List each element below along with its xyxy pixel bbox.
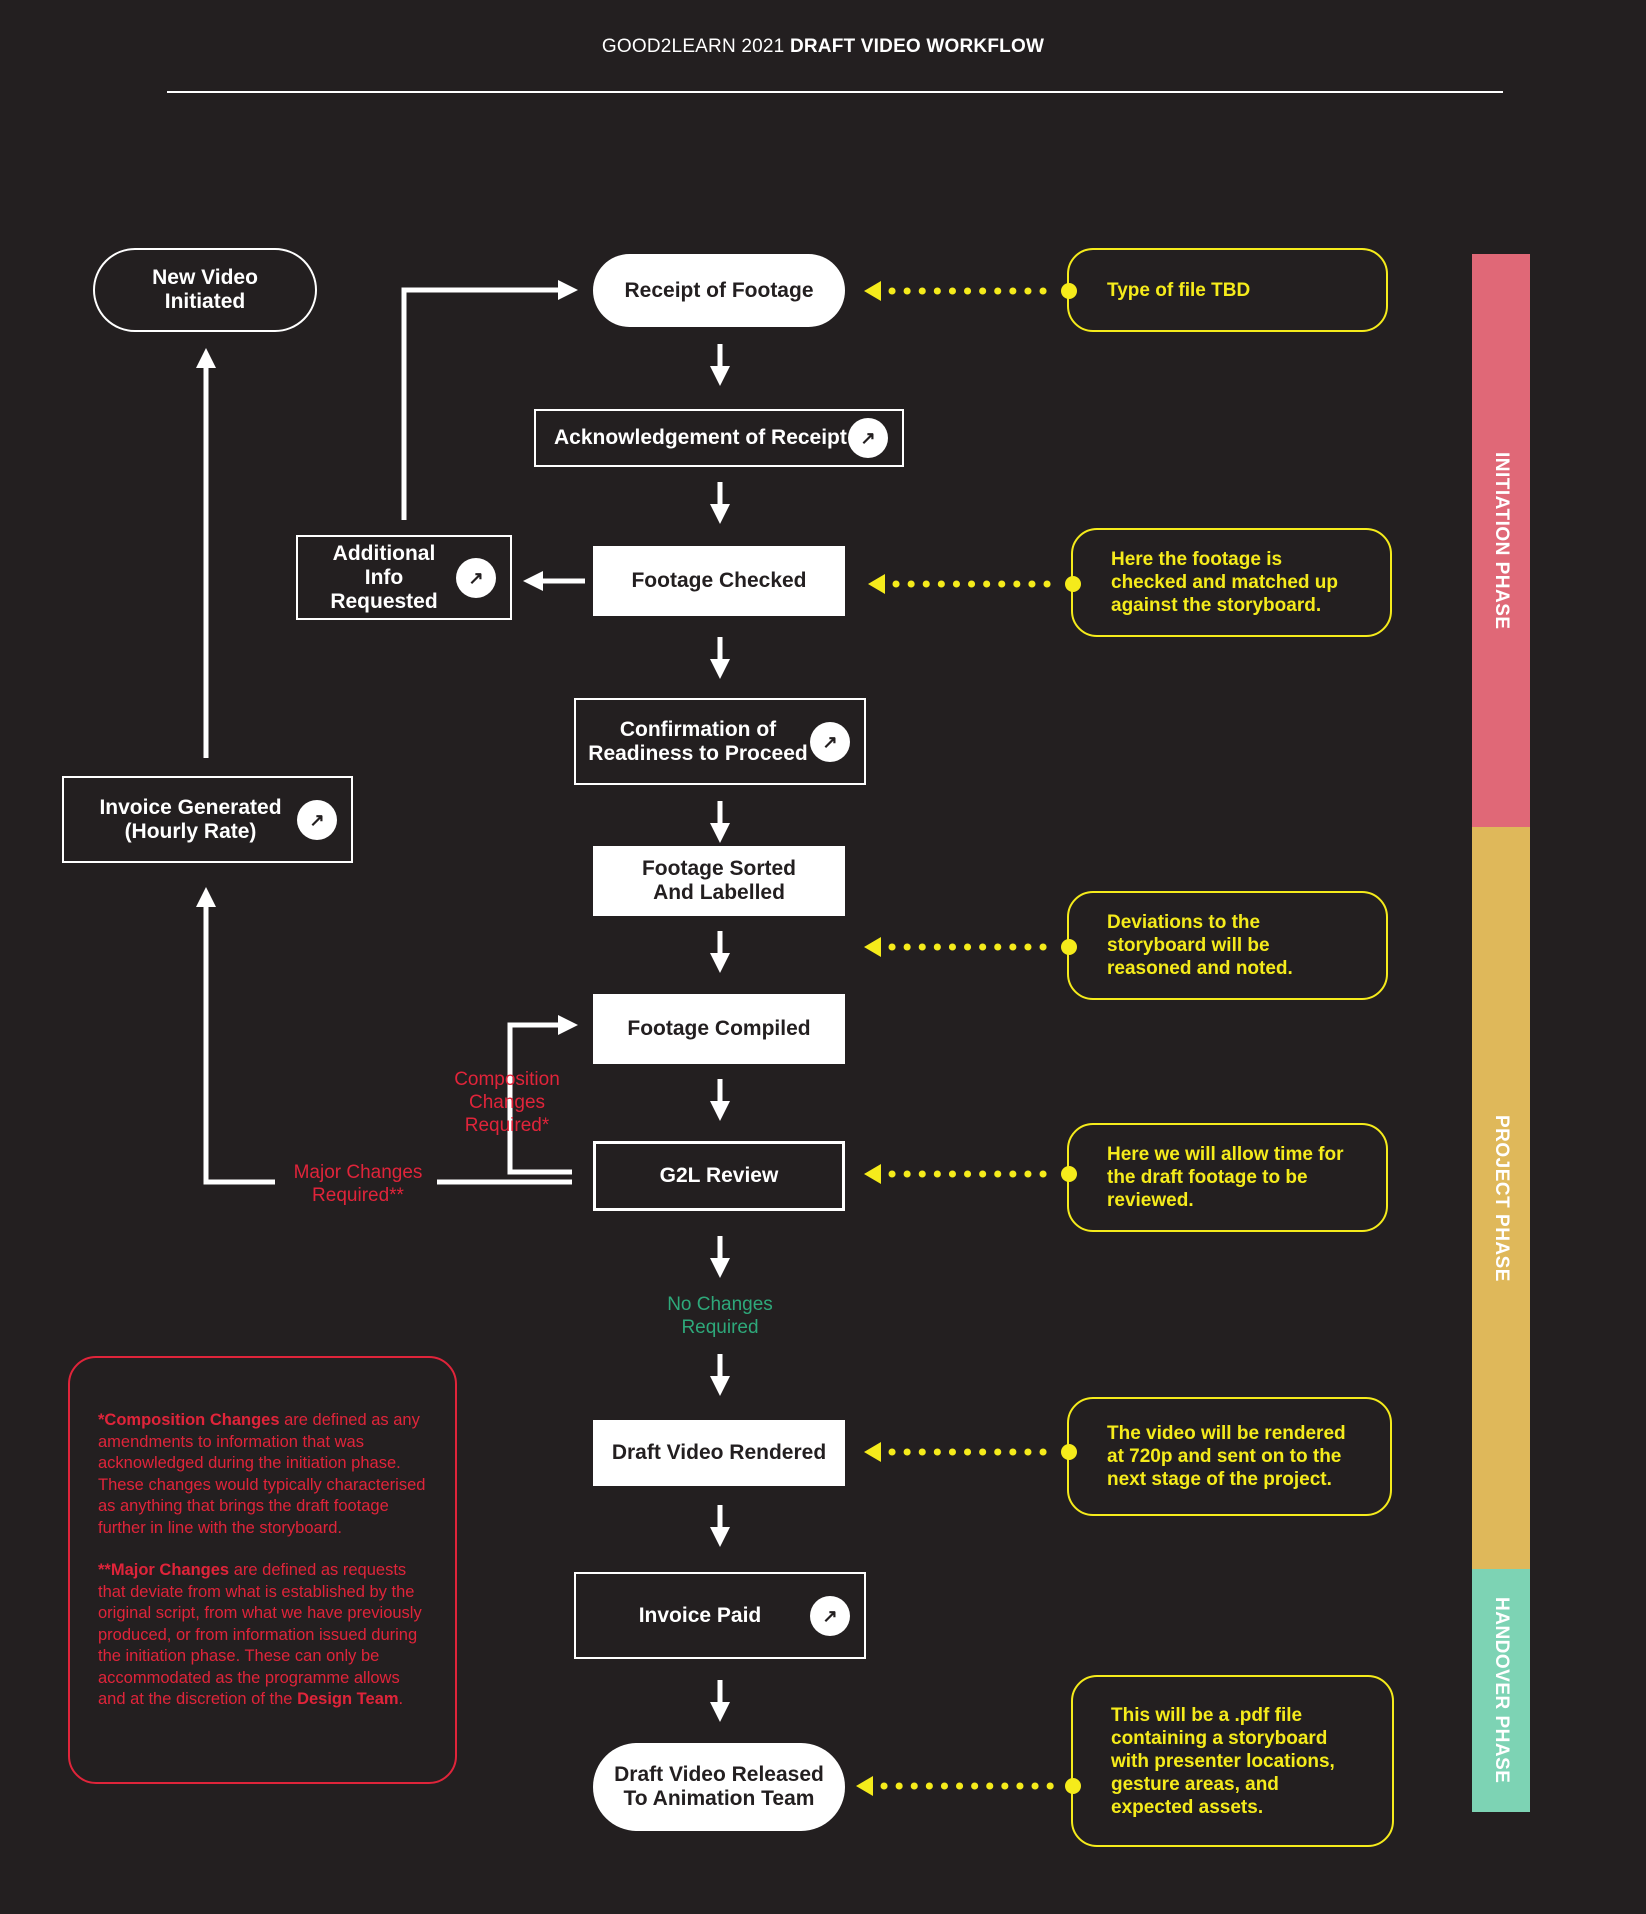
node-label: Invoice Generated (Hourly Rate) <box>99 795 282 843</box>
node-draft-video-released: Draft Video Released To Animation Team <box>593 1743 845 1831</box>
note-connector-file <box>864 281 1077 301</box>
node-label: Footage Sorted And Labelled <box>641 857 796 904</box>
node-draft-video-rendered: Draft Video Rendered <box>593 1420 845 1486</box>
phase-handover: HANDOVER PHASE <box>1472 1569 1530 1812</box>
node-label: Receipt of Footage <box>624 278 814 302</box>
node-label: Footage Compiled <box>627 1017 811 1040</box>
phase-label: INITIATION PHASE <box>1491 451 1512 630</box>
definition-composition: *Composition Changes are defined as any … <box>98 1410 429 1539</box>
node-additional-info-requested[interactable]: Additional Info Requested ↗ <box>296 535 512 620</box>
term-composition: *Composition Changes <box>98 1411 280 1429</box>
arrow-review-compiled <box>507 1015 578 1175</box>
note-file-type: Type of file TBD <box>1067 248 1388 332</box>
external-link-icon[interactable]: ↗ <box>810 1595 850 1636</box>
arrow-major-invoice <box>196 887 275 1185</box>
node-footage-checked: Footage Checked <box>593 546 845 616</box>
node-label: Confirmation of Readiness to Proceed <box>588 717 808 765</box>
node-label: Draft Video Rendered <box>611 1441 827 1464</box>
phase-initiation: INITIATION PHASE <box>1472 254 1530 827</box>
definition-text: are defined as requests that deviate fro… <box>98 1561 422 1708</box>
node-label: Acknowledgement of Receipt <box>554 426 847 449</box>
header-divider <box>167 91 1503 93</box>
note-review: Here we will allow time for the draft fo… <box>1067 1123 1388 1232</box>
definitions-box: *Composition Changes are defined as any … <box>68 1356 457 1784</box>
external-link-icon[interactable]: ↗ <box>848 418 888 458</box>
note-connector-review <box>864 1164 1077 1184</box>
external-link-icon[interactable]: ↗ <box>297 799 337 840</box>
title-bold: DRAFT VIDEO WORKFLOW <box>789 36 1045 57</box>
note-connector-checked <box>868 574 1081 594</box>
title-prefix: GOOD2LEARN 2021 <box>601 36 785 57</box>
phase-label: PROJECT PHASE <box>1491 1114 1512 1282</box>
external-link-icon[interactable]: ↗ <box>810 721 850 762</box>
phase-label: HANDOVER PHASE <box>1491 1597 1512 1784</box>
node-invoice-paid[interactable]: Invoice Paid ↗ <box>574 1572 866 1659</box>
external-link-icon[interactable]: ↗ <box>456 557 496 598</box>
arrow-additional-receipt <box>401 280 578 520</box>
node-invoice-generated[interactable]: Invoice Generated (Hourly Rate) ↗ <box>62 776 353 863</box>
term-major: **Major Changes <box>98 1561 230 1579</box>
node-new-video-initiated: New Video Initiated <box>93 248 317 332</box>
note-connector-pdf <box>856 1776 1081 1796</box>
label-major-changes: Major Changes Required** <box>293 1162 423 1206</box>
node-label: Invoice Paid <box>638 1603 762 1627</box>
label-no-changes: No Changes Required <box>667 1294 773 1338</box>
node-footage-compiled: Footage Compiled <box>593 994 845 1064</box>
definition-end: . <box>398 1690 404 1708</box>
term-design-team: Design Team <box>297 1690 399 1708</box>
note-footage-checked: Here the footage is checked and matched … <box>1071 528 1392 637</box>
note-deviations: Deviations to the storyboard will be rea… <box>1067 891 1388 1000</box>
note-pdf: This will be a .pdf file containing a st… <box>1071 1675 1394 1847</box>
node-label: Draft Video Released To Animation Team <box>614 1763 824 1810</box>
definition-major: **Major Changes are defined as requests … <box>98 1560 429 1711</box>
definition-text: are defined as any amendments to informa… <box>98 1411 426 1537</box>
node-g2l-review: G2L Review <box>593 1141 845 1211</box>
phase-project: PROJECT PHASE <box>1472 827 1530 1569</box>
label-composition-changes: Composition Changes Required* <box>454 1069 560 1136</box>
node-confirmation-of-readiness[interactable]: Confirmation of Readiness to Proceed ↗ <box>574 698 866 785</box>
node-label: Footage Checked <box>631 569 807 592</box>
page-title: GOOD2LEARN 2021 DRAFT VIDEO WORKFLOW <box>0 36 1646 58</box>
node-acknowledgement-of-receipt[interactable]: Acknowledgement of Receipt ↗ <box>534 409 904 467</box>
note-rendered: The video will be rendered at 720p and s… <box>1067 1397 1392 1516</box>
node-footage-sorted: Footage Sorted And Labelled <box>593 846 845 916</box>
note-connector-rendered <box>864 1442 1077 1462</box>
node-receipt-of-footage: Receipt of Footage <box>593 254 845 327</box>
note-connector-deviations <box>864 937 1077 957</box>
node-label: New Video Initiated <box>152 266 258 313</box>
node-label: G2L Review <box>659 1164 779 1187</box>
node-label: Additional Info Requested <box>330 541 438 613</box>
